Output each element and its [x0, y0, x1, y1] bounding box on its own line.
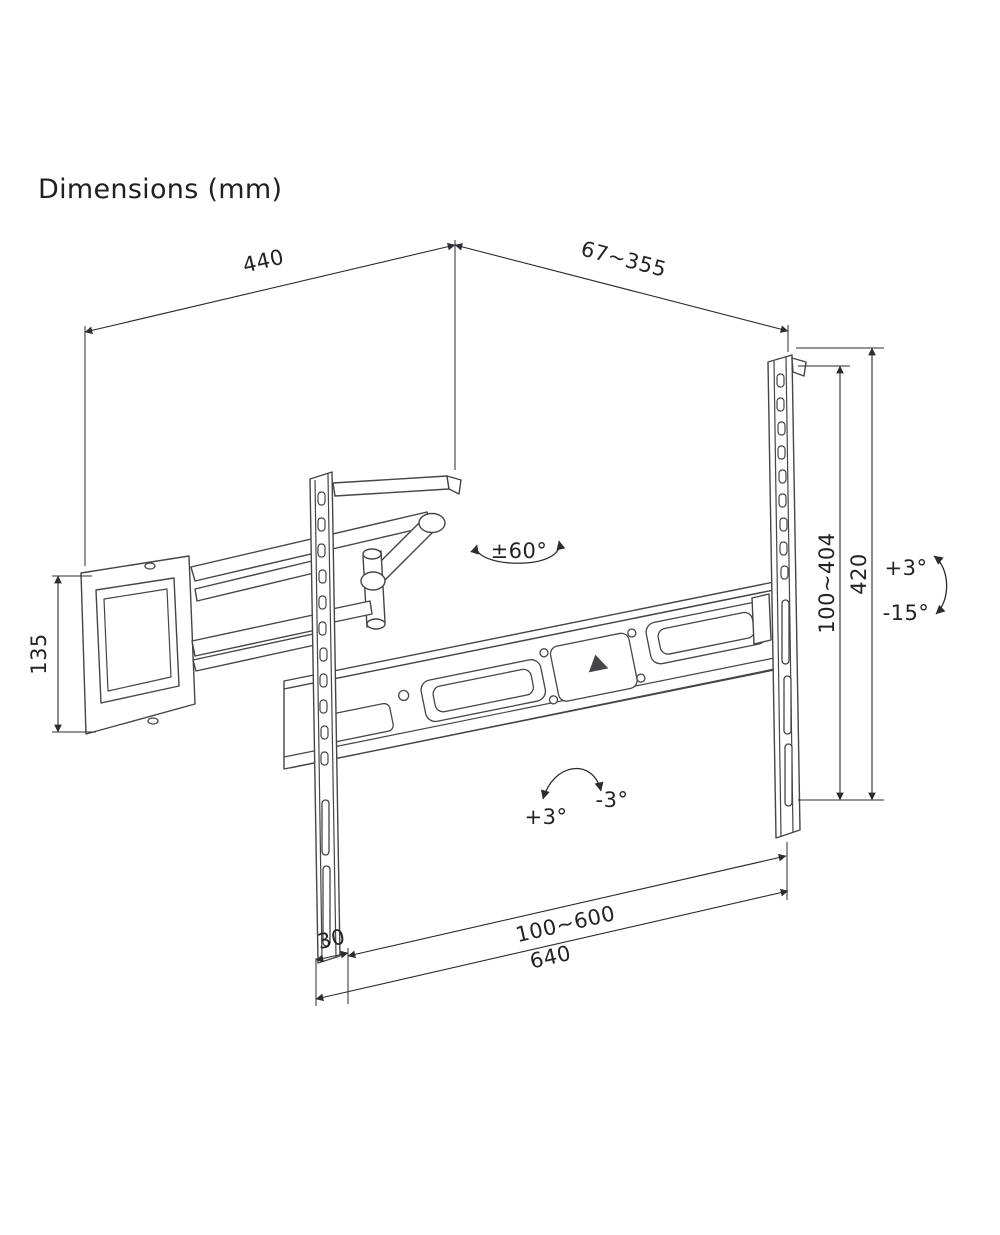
level-plus-label: +3°	[525, 805, 568, 829]
dim-wall-plate-height: 135	[27, 575, 96, 733]
tilt-up-label: +3°	[885, 556, 928, 580]
dim-label-30: 30	[315, 924, 347, 954]
level-minus-label: -3°	[596, 788, 629, 812]
dim-vesa-vertical: 100~404 420	[796, 347, 884, 801]
wall-plate	[80, 555, 196, 735]
wall-bar	[283, 578, 790, 770]
right-tv-rail	[751, 354, 807, 839]
logo-triangle-icon	[588, 654, 609, 673]
front-tv-rail	[309, 471, 341, 964]
top-hook	[446, 475, 462, 495]
dim-label-440: 440	[240, 245, 286, 278]
dim-bottom: 30 100~600 640	[315, 842, 789, 1006]
elbow-joint	[418, 512, 446, 534]
dim-label-100-600: 100~600	[513, 901, 617, 947]
swivel-label: ±60°	[491, 539, 548, 563]
annotation-level: +3° -3°	[525, 767, 629, 829]
wall-bar-cutouts	[326, 602, 768, 743]
hinge-pin-bottom	[366, 618, 386, 630]
tilt-down-label: -15°	[883, 601, 930, 625]
wrist-joint	[360, 571, 386, 591]
dim-label-420: 420	[847, 553, 871, 595]
dim-label-100-404: 100~404	[815, 532, 839, 633]
articulating-arm	[190, 475, 462, 672]
dim-label-67-355: 67~355	[578, 237, 669, 282]
annotation-tilt: +3° -15°	[883, 555, 948, 625]
annotation-swivel: ±60°	[470, 539, 566, 564]
page-title: Dimensions (mm)	[38, 174, 282, 205]
dim-wall-plate-width: 440	[84, 240, 456, 566]
dim-label-640: 640	[527, 941, 573, 974]
dim-label-135: 135	[27, 633, 51, 675]
right-rail-slots	[776, 373, 793, 807]
hinge-pin-top	[362, 548, 382, 560]
dim-extension-range: 67~355	[454, 237, 789, 352]
